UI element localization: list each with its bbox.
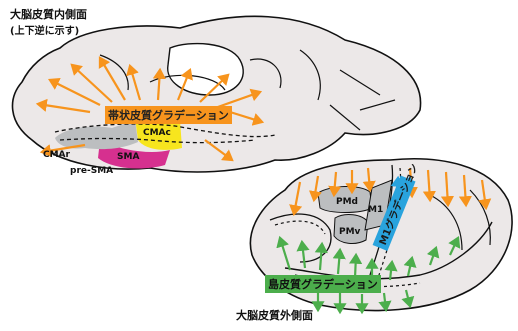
lateral-title: 大脳皮質外側面 bbox=[236, 307, 313, 323]
area-pmd-label: PMd bbox=[336, 197, 358, 207]
area-cmac-label: CMAc bbox=[143, 128, 171, 138]
medial-subtitle: (上下逆に示す) bbox=[10, 22, 79, 37]
area-cmar-label: CMAr bbox=[43, 150, 70, 160]
area-presma-label: pre-SMA bbox=[70, 166, 113, 176]
insula-gradation-label: 島皮質グラデーション bbox=[265, 275, 381, 293]
cingulate-gradation-label: 帯状皮質グラデーション bbox=[105, 106, 232, 124]
area-m1-label: M1 bbox=[368, 205, 383, 215]
medial-title: 大脳皮質内側面 bbox=[10, 6, 87, 22]
area-sma-label: SMA bbox=[117, 152, 139, 162]
area-pmv-label: PMv bbox=[339, 227, 360, 237]
